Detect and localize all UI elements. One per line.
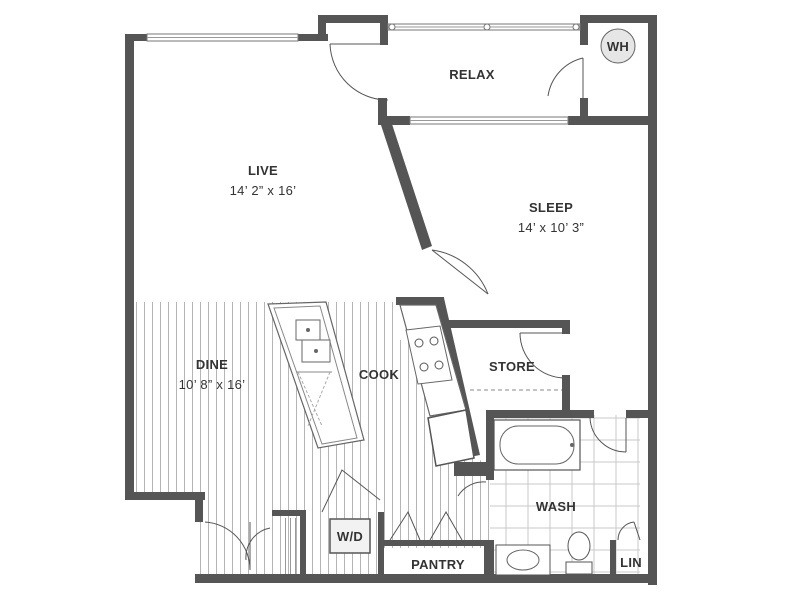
- room-label-relax: RELAX: [449, 67, 495, 82]
- range-stove: [405, 325, 453, 385]
- kitchen-island: [267, 301, 365, 449]
- room-label-lin: LIN: [620, 555, 642, 570]
- doors: [204, 43, 641, 571]
- washer-dryer: [329, 518, 371, 554]
- room-label-dine: DINE: [196, 357, 228, 372]
- room-dim-sleep: 14’ x 10’ 3”: [518, 220, 584, 235]
- room-label-pantry: PANTRY: [411, 557, 465, 572]
- label-washer-dryer: W/D: [337, 529, 363, 544]
- walls: [125, 15, 657, 585]
- closet-hatch: [282, 518, 298, 574]
- label-water-heater: WH: [607, 39, 629, 54]
- toilet: [565, 531, 593, 575]
- room-labels: RELAX LIVE 14’ 2” x 16’ SLEEP 14’ x 10’ …: [179, 39, 642, 572]
- vanity-sink: [495, 544, 551, 576]
- room-label-sleep: SLEEP: [529, 200, 573, 215]
- water-heater: [600, 28, 636, 64]
- dine-cook-floor: [133, 302, 490, 575]
- refrigerator: [427, 409, 475, 467]
- kitchen-sink: [295, 319, 331, 363]
- room-dim-dine: 10’ 8” x 16’: [179, 377, 246, 392]
- room-label-wash: WASH: [536, 499, 576, 514]
- room-label-live: LIVE: [248, 163, 278, 178]
- room-label-cook: COOK: [359, 367, 400, 382]
- windows: [146, 23, 581, 125]
- bathtub: [493, 419, 581, 471]
- room-label-store: STORE: [489, 359, 535, 374]
- room-dim-live: 14’ 2” x 16’: [230, 183, 297, 198]
